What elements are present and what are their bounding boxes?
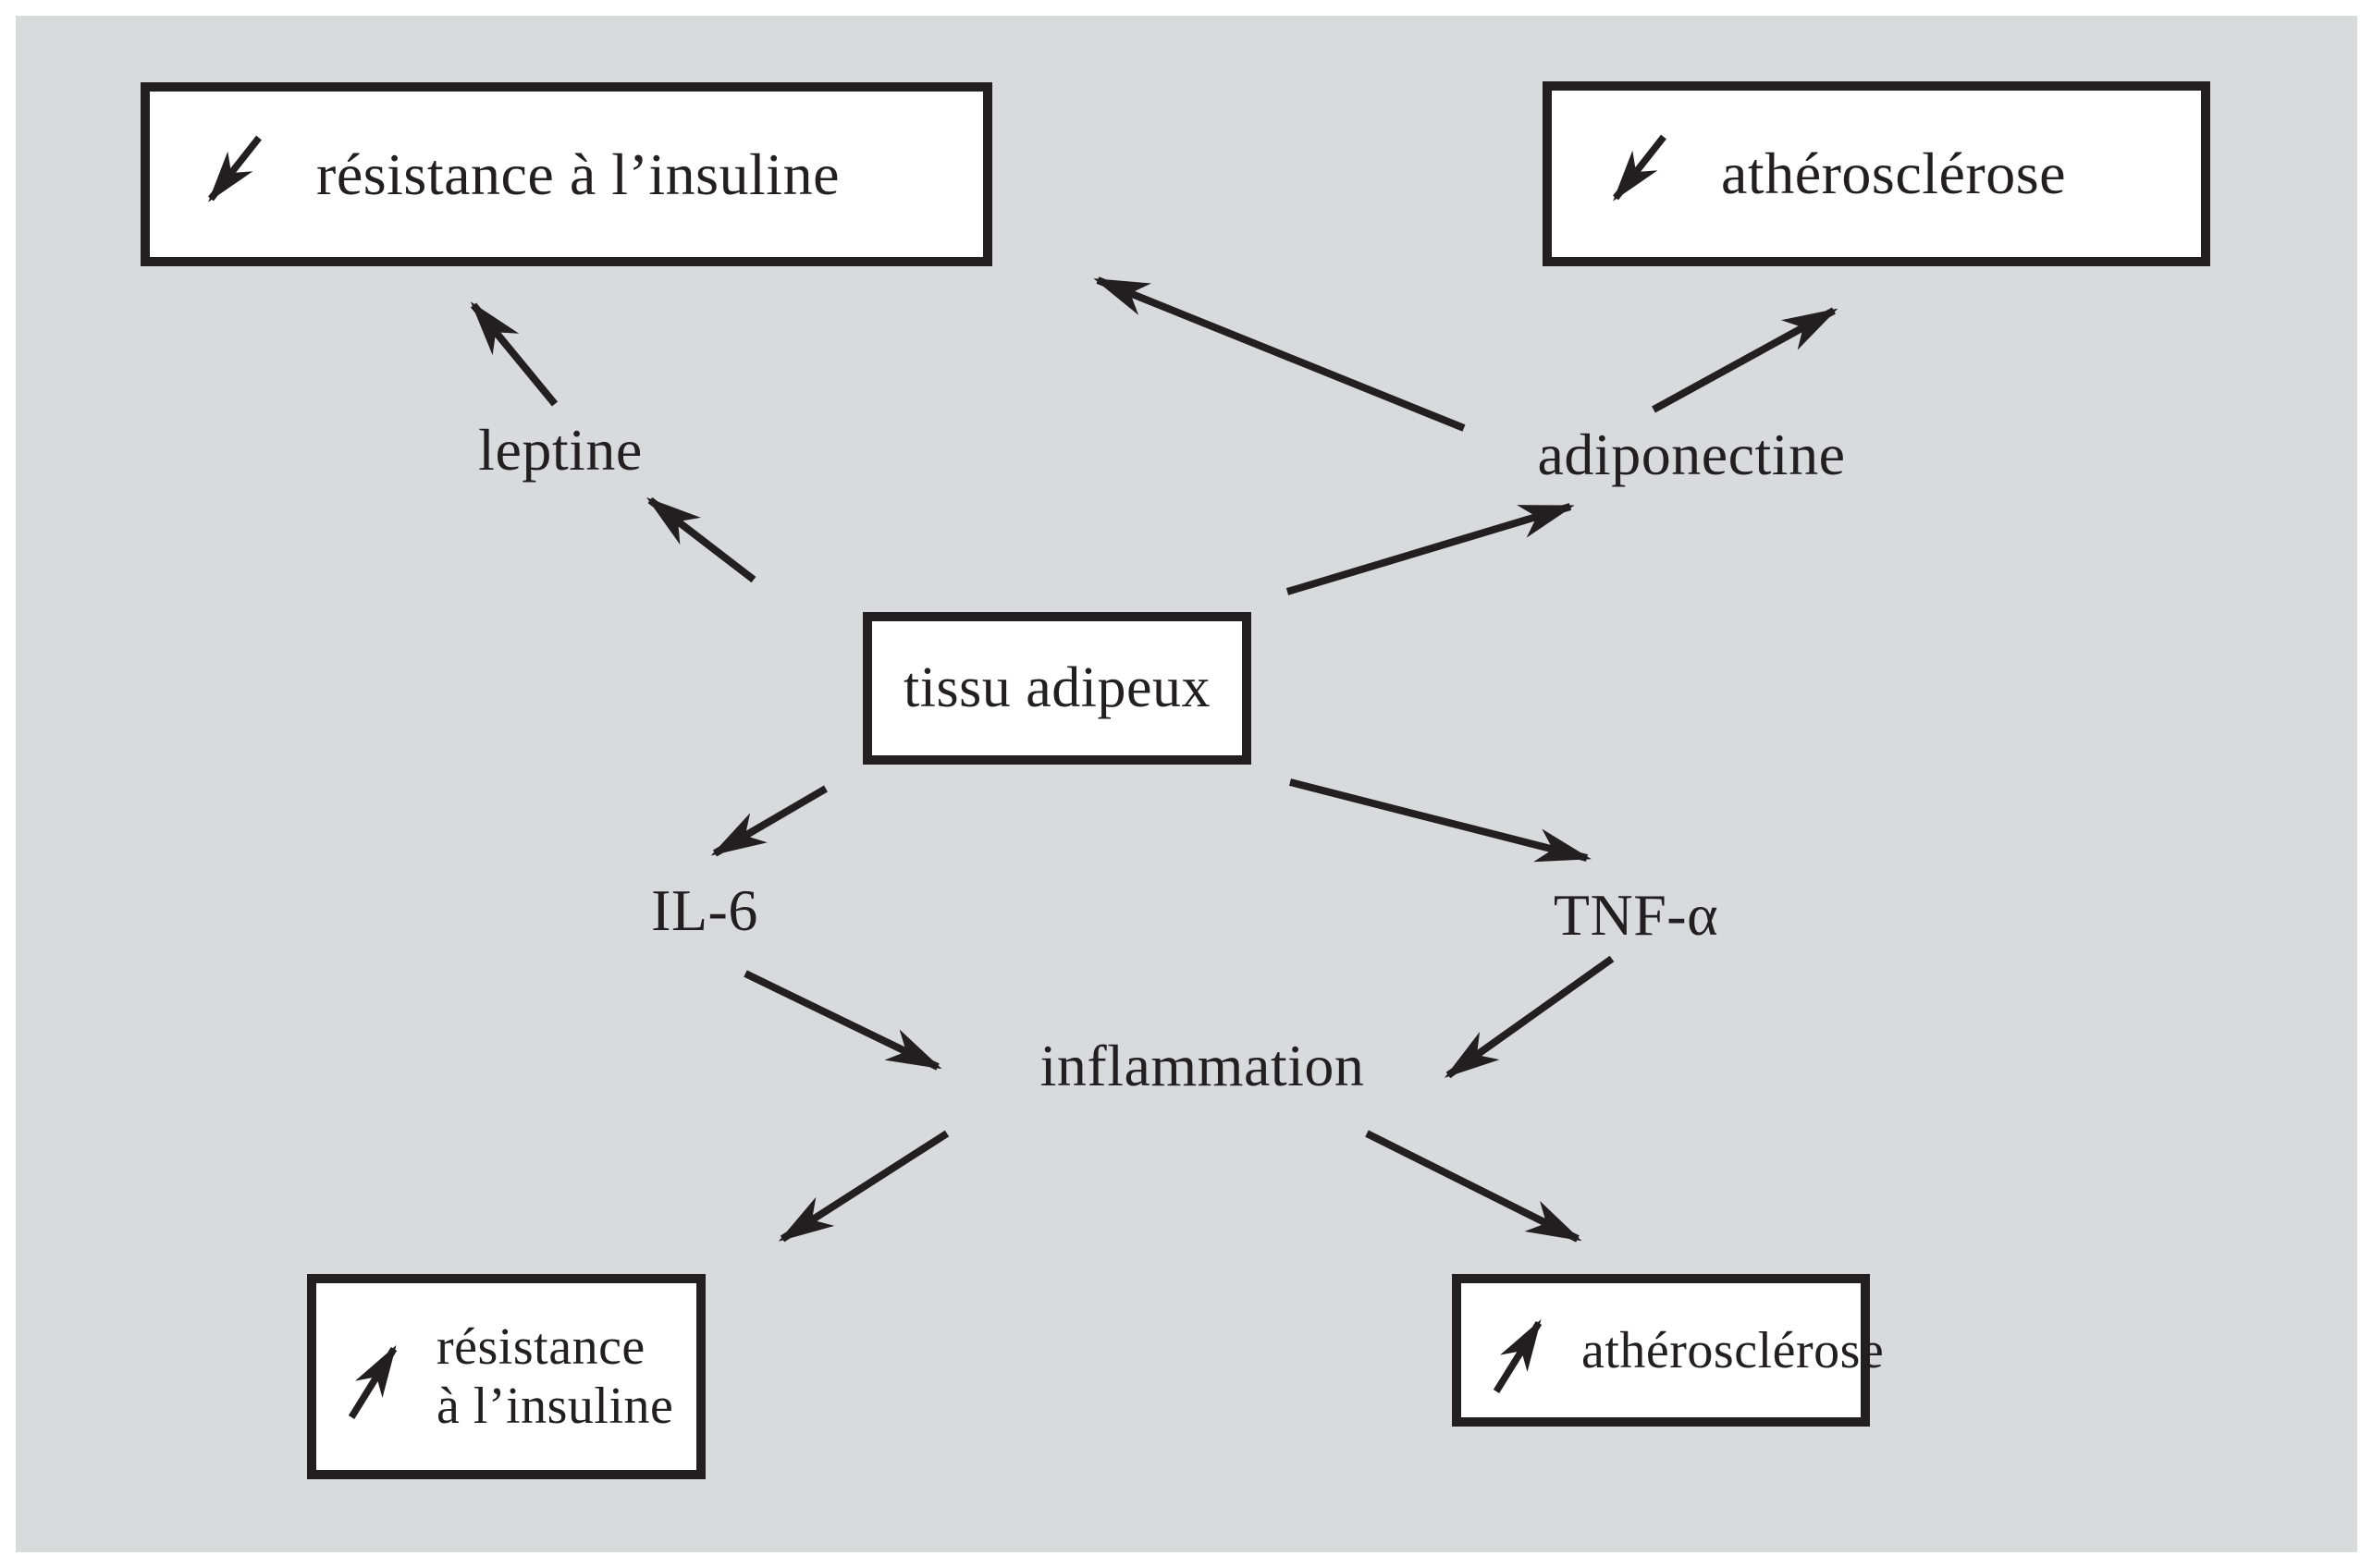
node-label-leptine: leptine <box>478 417 643 483</box>
outcome-box-insulin-resistance-decrease: résistance à l’insuline <box>141 82 992 266</box>
node-label-tnf-alpha: TNF-α <box>1553 882 1719 948</box>
outcome-box-atherosclerosis-increase: athérosclérose <box>1452 1274 1884 1427</box>
outcome-label: athérosclérose <box>1721 141 2067 206</box>
node-label-il6: IL-6 <box>651 877 758 943</box>
outcome-box-atherosclerosis-decrease: athérosclérose <box>1543 81 2210 266</box>
outcome-label-line2: à l’insuline <box>436 1378 674 1435</box>
outcome-label: résistance à l’insuline <box>316 141 840 207</box>
node-label-adiponectine: adiponectine <box>1537 422 1846 487</box>
central-box-adipose-tissue: tissu adipeux <box>863 612 1251 765</box>
arrow-down-left-icon <box>1613 134 1666 202</box>
central-box-label: tissu adipeux <box>904 656 1211 719</box>
arrow-up-right-icon <box>1493 1318 1543 1393</box>
node-label-inflammation: inflammation <box>1039 1033 1365 1098</box>
arrow-down-left-icon <box>208 135 262 202</box>
outcome-label: athérosclérose <box>1581 1321 1885 1379</box>
outcome-label-line1: résistance <box>436 1317 646 1376</box>
arrow-up-right-icon <box>348 1345 398 1419</box>
